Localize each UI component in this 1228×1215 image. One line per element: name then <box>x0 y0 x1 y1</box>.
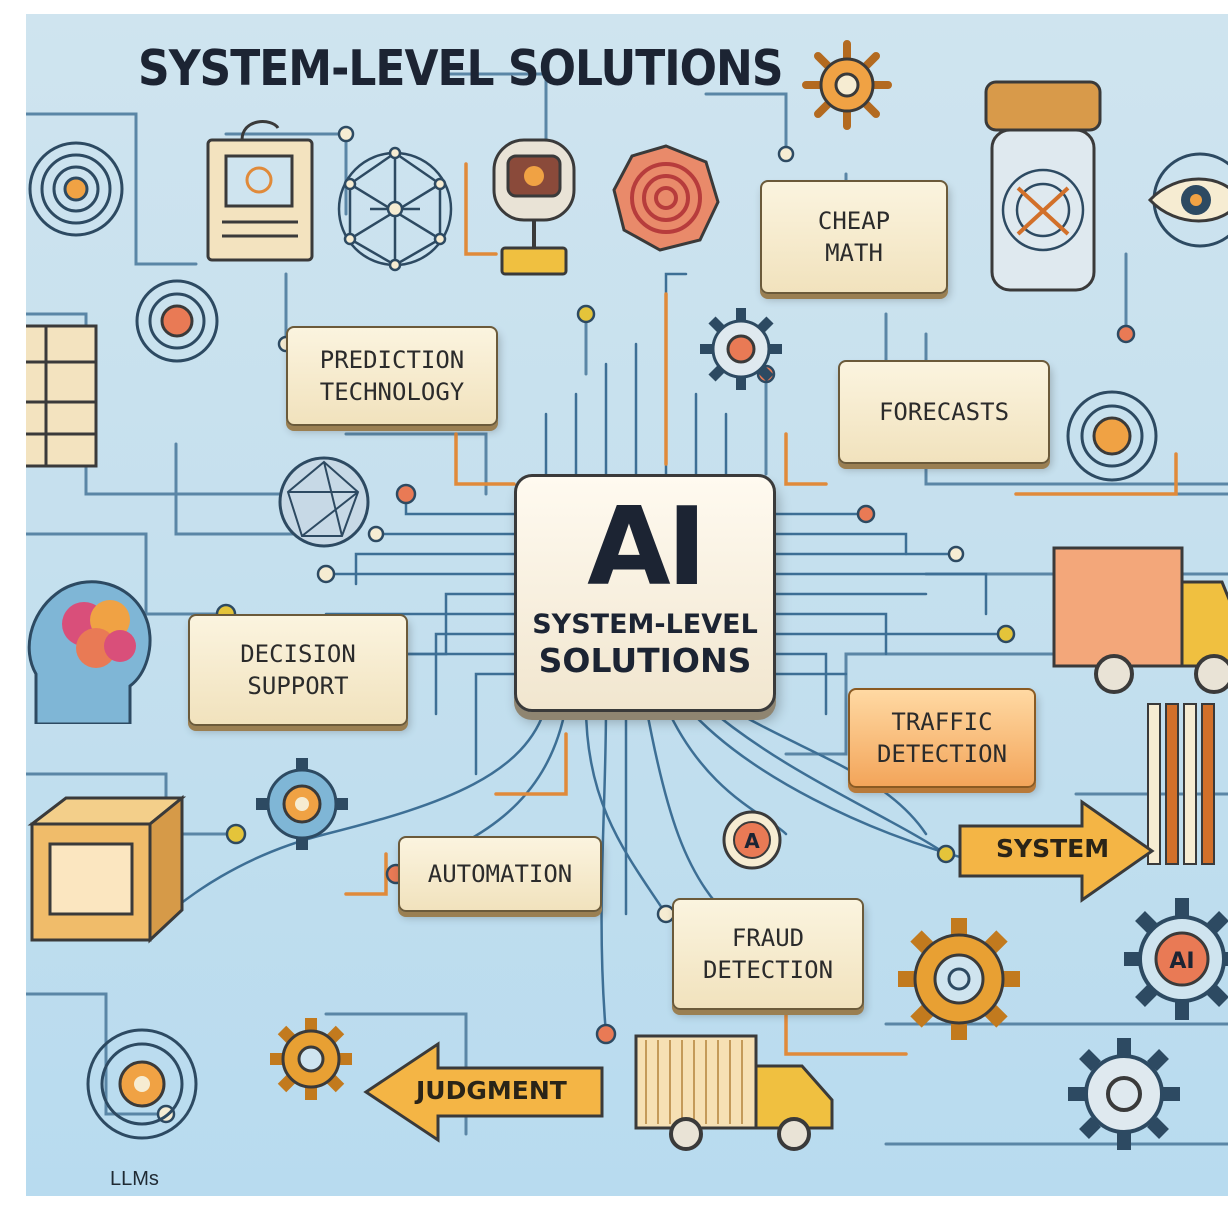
truck-icon <box>1052 546 1228 694</box>
system-arrow: SYSTEM <box>956 798 1156 904</box>
node-automation: AUTOMATION <box>398 836 602 912</box>
target-icon <box>28 141 124 237</box>
diagram-canvas: AI A <box>26 14 1228 1196</box>
judgment-arrow-label: JUDGMENT <box>416 1076 567 1105</box>
jar-icon <box>984 80 1102 292</box>
gear-icon: AI <box>1124 898 1228 1020</box>
target-icon <box>135 279 219 363</box>
ai-badge-icon: A <box>722 810 782 870</box>
node-prediction-technology: PREDICTION TECHNOLOGY <box>286 326 498 426</box>
footer-caption: LLMs <box>110 1168 159 1190</box>
node-forecasts: FORECASTS <box>838 360 1050 464</box>
gear-icon <box>898 918 1020 1040</box>
network-icon <box>337 146 453 272</box>
bars-icon <box>1147 703 1215 865</box>
robot-head-icon <box>492 138 576 276</box>
node-cheap-math: CHEAP MATH <box>760 180 948 294</box>
target-icon <box>612 144 720 252</box>
chip-subtitle-line1: SYSTEM-LEVEL <box>532 609 758 640</box>
box-icon <box>27 794 186 944</box>
monitor-icon <box>206 120 314 262</box>
node-fraud-detection: FRAUD DETECTION <box>672 898 864 1010</box>
svg-text:A: A <box>744 829 760 853</box>
arrow-right-icon <box>958 799 1155 903</box>
arrow-left-icon <box>363 1041 604 1143</box>
node-decision-support: DECISION SUPPORT <box>188 614 408 726</box>
gear-icon <box>1068 1038 1180 1150</box>
truck-icon <box>634 1034 834 1151</box>
judgment-arrow: JUDGMENT <box>362 1040 606 1144</box>
gear-icon <box>700 308 782 390</box>
target-icon <box>86 1028 198 1140</box>
eye-icon <box>1147 152 1228 248</box>
node-traffic-detection: TRAFFIC DETECTION <box>848 688 1036 788</box>
target-icon <box>1066 390 1158 482</box>
page-title: SYSTEM-LEVEL SOLUTIONS <box>138 40 784 98</box>
svg-text:AI: AI <box>1169 949 1194 974</box>
cabinet-icon <box>26 324 98 468</box>
gear-icon <box>270 1018 352 1100</box>
gear-icon <box>802 40 892 130</box>
gear-icon <box>256 758 348 850</box>
ai-heading: AI <box>587 485 707 610</box>
brain-icon <box>27 580 152 724</box>
network-icon <box>278 456 370 548</box>
system-arrow-label: SYSTEM <box>996 834 1110 863</box>
chip-subtitle-line2: SOLUTIONS <box>538 641 752 681</box>
